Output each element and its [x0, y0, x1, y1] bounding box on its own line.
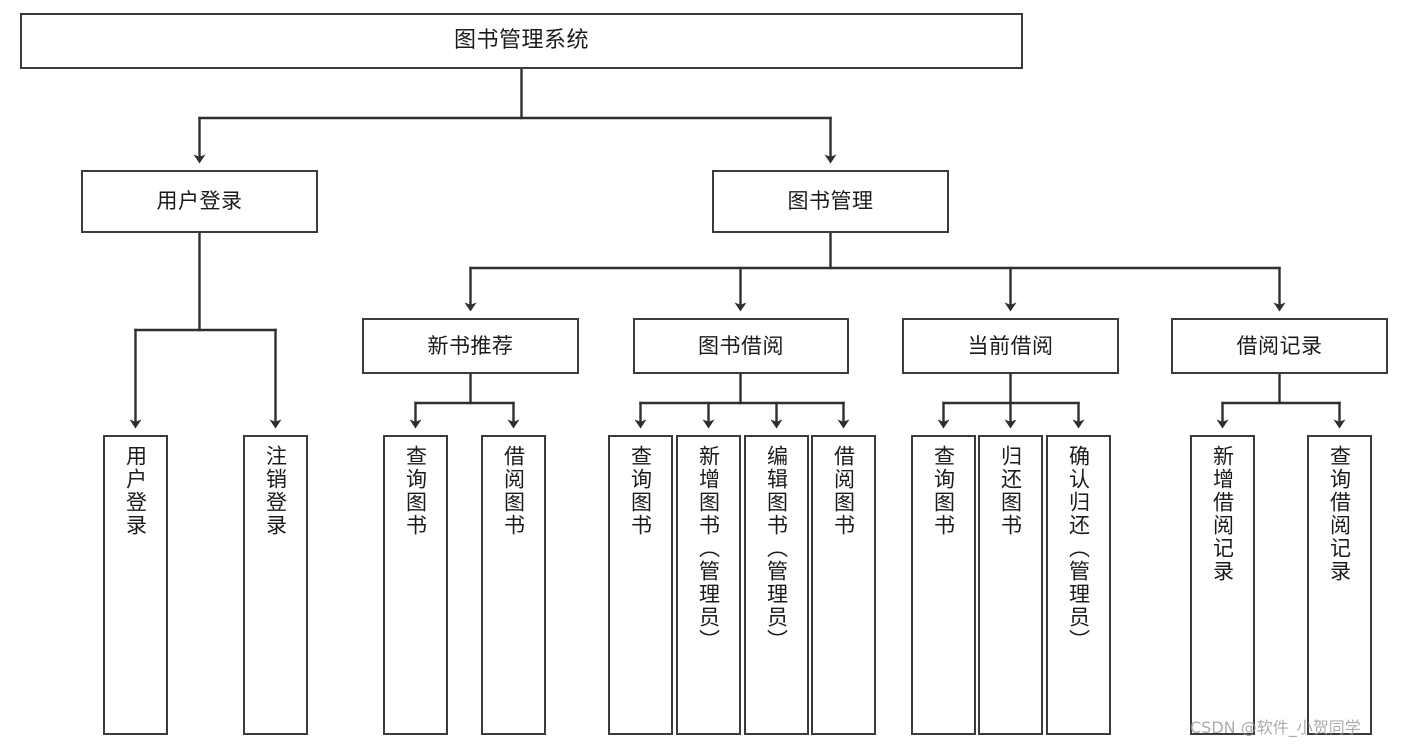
- node-leaf-return-book-label: 归还图书: [998, 445, 1023, 537]
- node-leaf-edit-book-label: 编辑图书（管理员）: [764, 445, 789, 652]
- node-borrow-record-label: 借阅记录: [1236, 333, 1323, 358]
- node-leaf-logout-login-label: 注销登录: [263, 445, 288, 537]
- node-leaf-add-record-label: 新增借阅记录: [1210, 445, 1235, 583]
- node-leaf-query-book-2[interactable]: 查询图书: [608, 435, 673, 735]
- node-leaf-borrow-book-1[interactable]: 借阅图书: [481, 435, 546, 735]
- node-root[interactable]: 图书管理系统: [20, 13, 1023, 69]
- node-leaf-borrow-book-1-label: 借阅图书: [501, 445, 526, 537]
- node-user-login-label: 用户登录: [156, 189, 243, 214]
- node-leaf-query-record-label: 查询借阅记录: [1327, 445, 1352, 583]
- node-leaf-add-book-label: 新增图书（管理员）: [696, 445, 721, 652]
- node-leaf-return-book[interactable]: 归还图书: [978, 435, 1043, 735]
- node-book-borrow[interactable]: 图书借阅: [633, 318, 849, 374]
- node-leaf-logout-login[interactable]: 注销登录: [243, 435, 308, 735]
- node-new-book-recommend-label: 新书推荐: [427, 333, 514, 358]
- node-leaf-edit-book[interactable]: 编辑图书（管理员）: [744, 435, 809, 735]
- node-leaf-query-book-1-label: 查询图书: [403, 445, 428, 537]
- watermark: CSDN @软件_小贺同学: [1190, 718, 1361, 737]
- node-leaf-borrow-book-2-label: 借阅图书: [831, 445, 856, 537]
- node-book-manage[interactable]: 图书管理: [712, 170, 949, 233]
- node-leaf-borrow-book-2[interactable]: 借阅图书: [811, 435, 876, 735]
- node-leaf-add-record[interactable]: 新增借阅记录: [1190, 435, 1255, 735]
- node-new-book-recommend[interactable]: 新书推荐: [362, 318, 579, 374]
- node-leaf-query-book-2-label: 查询图书: [628, 445, 653, 537]
- node-book-manage-label: 图书管理: [787, 189, 874, 214]
- node-leaf-query-book-3[interactable]: 查询图书: [911, 435, 976, 735]
- node-leaf-add-book[interactable]: 新增图书（管理员）: [676, 435, 741, 735]
- node-leaf-confirm-return[interactable]: 确认归还（管理员）: [1046, 435, 1111, 735]
- node-leaf-user-login[interactable]: 用户登录: [103, 435, 168, 735]
- node-leaf-confirm-return-label: 确认归还（管理员）: [1066, 445, 1091, 652]
- node-leaf-query-book-1[interactable]: 查询图书: [383, 435, 448, 735]
- node-borrow-record[interactable]: 借阅记录: [1171, 318, 1388, 374]
- node-leaf-query-record[interactable]: 查询借阅记录: [1307, 435, 1372, 735]
- node-leaf-user-login-label: 用户登录: [123, 445, 148, 537]
- node-root-label: 图书管理系统: [453, 28, 589, 54]
- node-current-borrow-label: 当前借阅: [967, 333, 1054, 358]
- node-leaf-query-book-3-label: 查询图书: [931, 445, 956, 537]
- node-user-login[interactable]: 用户登录: [81, 170, 318, 233]
- node-book-borrow-label: 图书借阅: [698, 333, 784, 358]
- node-current-borrow[interactable]: 当前借阅: [902, 318, 1119, 374]
